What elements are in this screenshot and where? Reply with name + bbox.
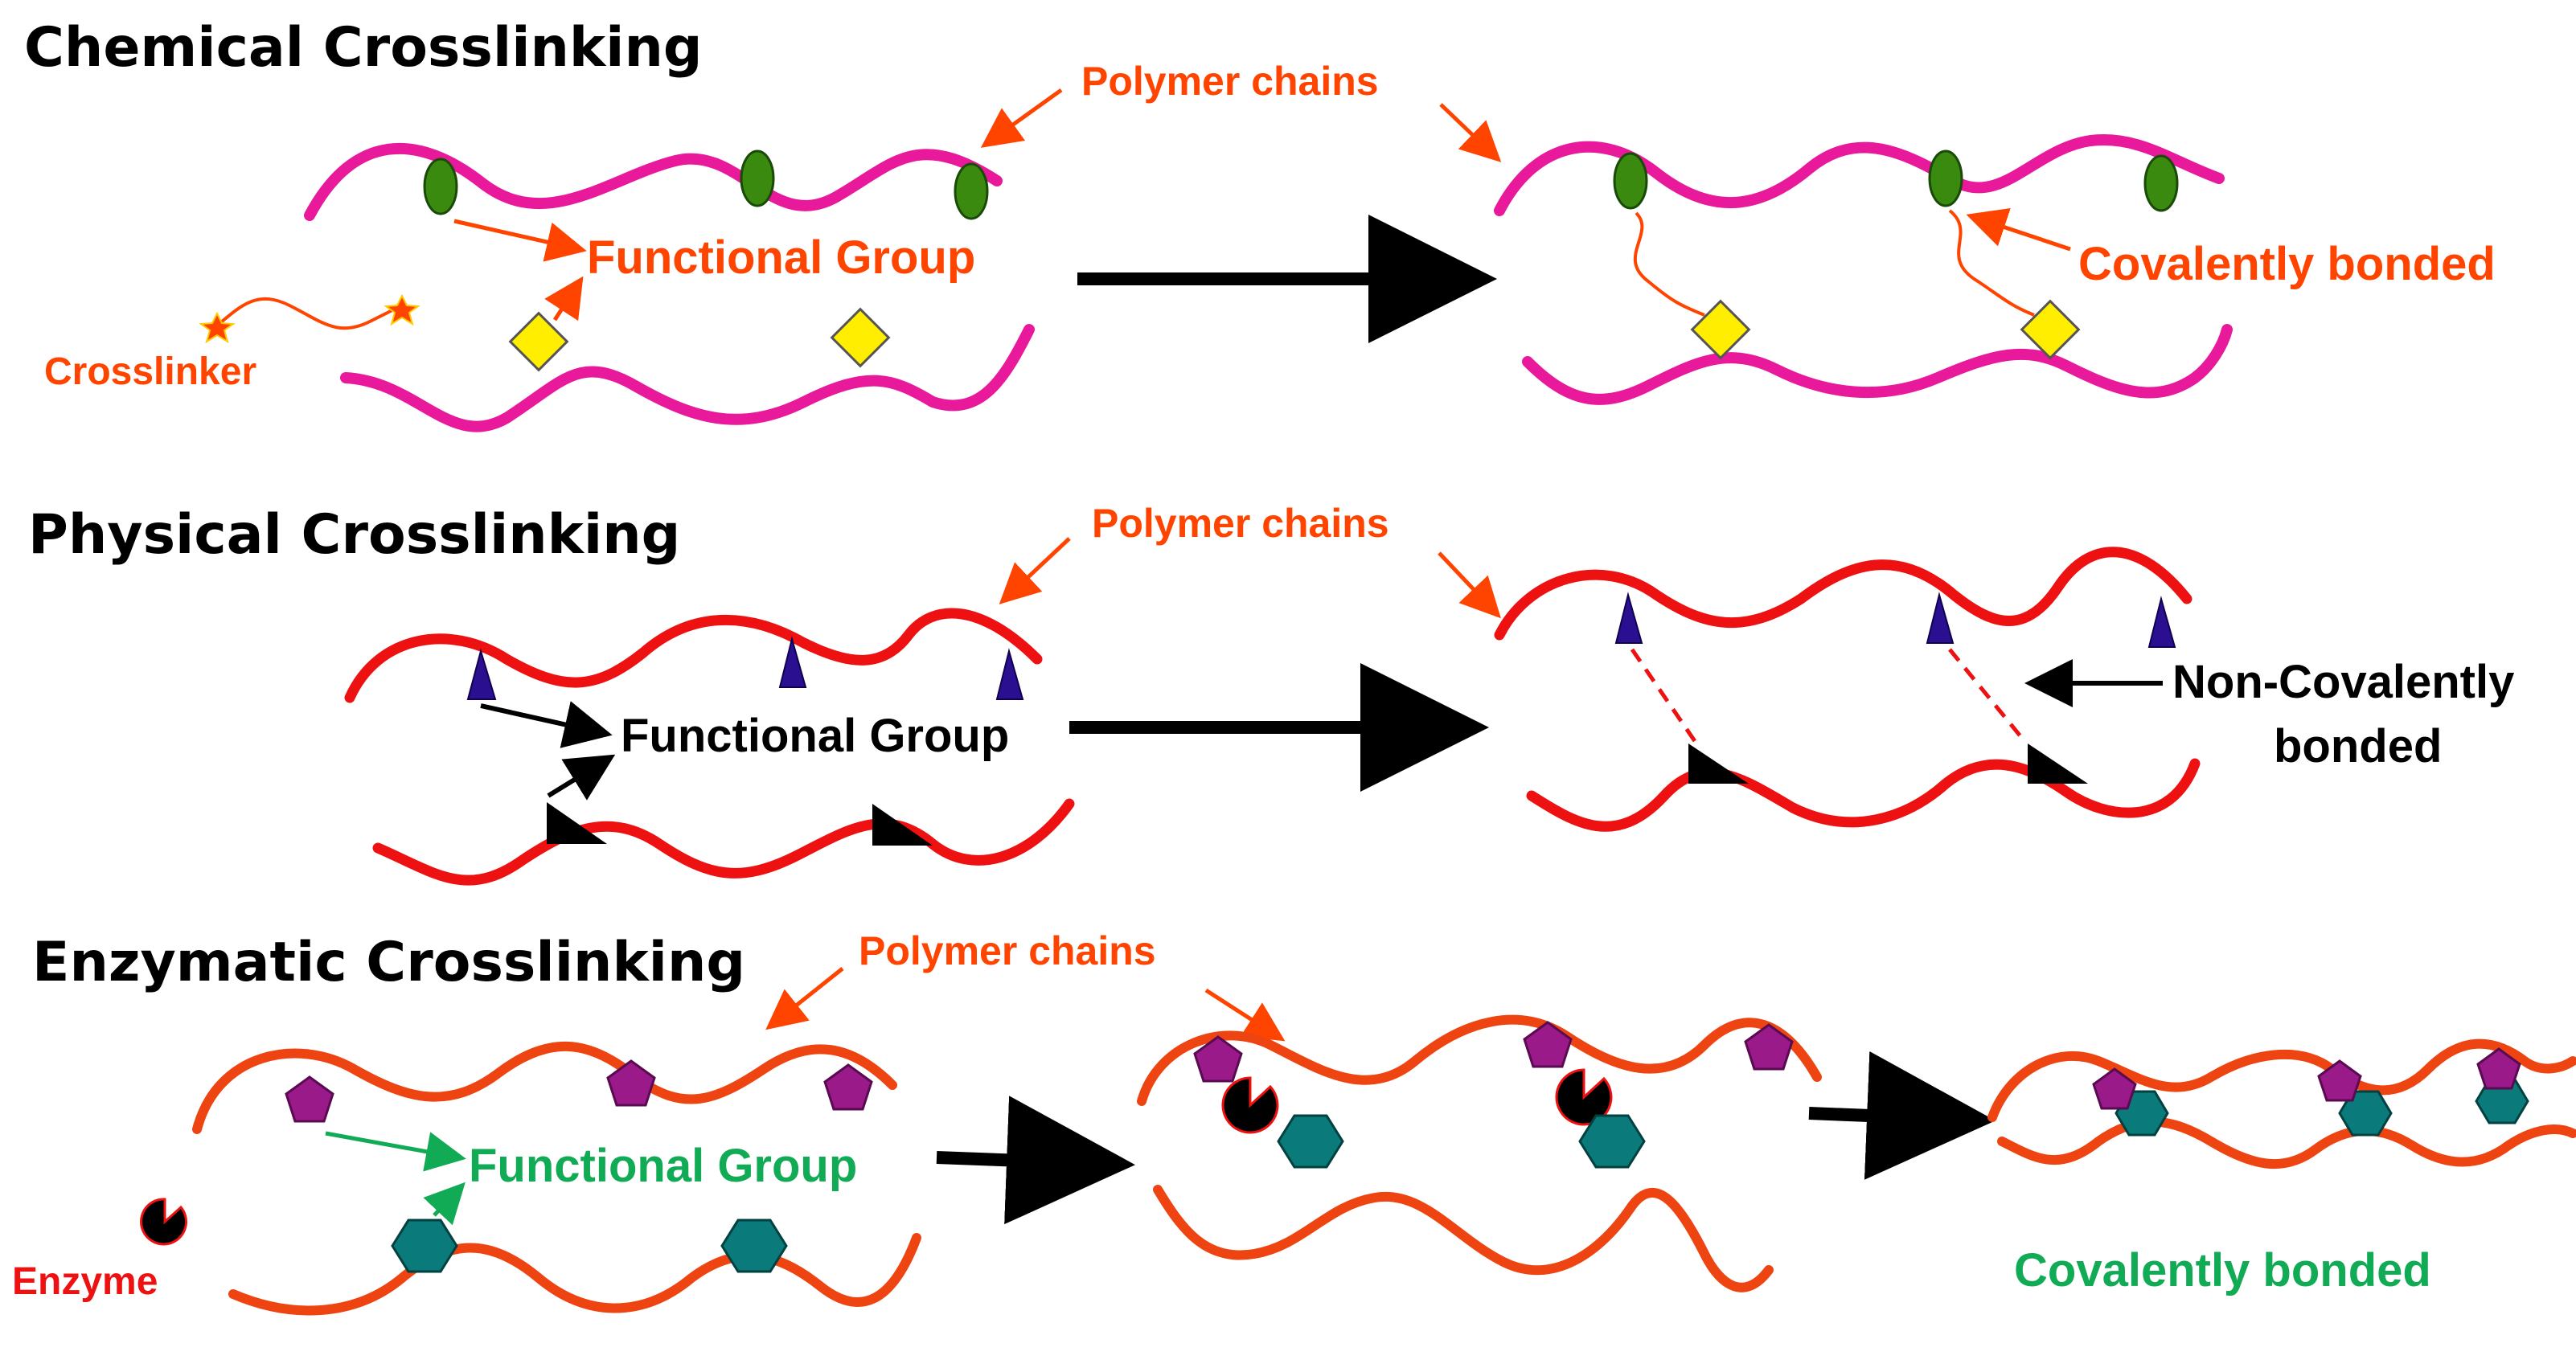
physical-polymer-chains-label: Polymer chains xyxy=(1092,501,1389,546)
enzymatic-bond-label: Covalently bonded xyxy=(2014,1244,2431,1296)
covalent-bond-link xyxy=(1633,211,1705,317)
process-arrow xyxy=(1808,1051,1996,1180)
wedge-group xyxy=(872,804,933,846)
enzymatic-polymer-chains-label: Polymer chains xyxy=(859,928,1156,973)
chemical-chain-top-left xyxy=(304,142,1003,221)
pentagon-group xyxy=(1193,1035,1243,1083)
pentagon-group xyxy=(285,1075,334,1123)
arrow xyxy=(1966,207,2071,252)
triangle-group xyxy=(2147,596,2176,648)
triangle-group xyxy=(1926,592,1955,644)
physical-title: Physical Crosslinking xyxy=(28,503,680,567)
yellow-group xyxy=(508,311,569,372)
physical-section: Physical Crosslinking Functional Group P… xyxy=(28,501,2514,886)
yellow-group xyxy=(830,307,891,368)
arrow xyxy=(544,276,584,322)
arrow xyxy=(1439,103,1502,162)
chemical-chain-bottom-left xyxy=(340,324,1035,432)
triangle-group xyxy=(466,648,497,700)
pentagon-group xyxy=(2317,1059,2362,1102)
arrow xyxy=(980,88,1063,148)
arrow xyxy=(325,1131,466,1172)
chemical-chain-top-right xyxy=(1494,134,2225,216)
green-group xyxy=(1613,152,1648,210)
star-icon xyxy=(384,293,420,326)
green-group xyxy=(740,150,775,207)
arrow xyxy=(423,1182,466,1226)
physical-functional-group-label: Functional Group xyxy=(621,710,1009,762)
covalent-bond-link xyxy=(1948,209,2035,317)
physical-chain-bottom-left xyxy=(372,798,1075,886)
enzymatic-chain-bottom-right xyxy=(1997,1116,2576,1169)
process-arrow xyxy=(936,1096,1135,1225)
enzyme-label: Enzyme xyxy=(12,1260,158,1303)
enzymatic-chain-top-middle xyxy=(1137,1014,1822,1106)
arrow xyxy=(1204,988,1286,1042)
yellow-group xyxy=(2020,299,2081,360)
physical-chain-top-right xyxy=(1494,547,2192,641)
yellow-group xyxy=(1690,299,1751,360)
wedge-group xyxy=(1688,743,1749,784)
green-group xyxy=(954,162,989,220)
hexagon-group xyxy=(720,1219,788,1273)
non-covalent-bond xyxy=(1948,648,2026,743)
non-covalent-bond xyxy=(1630,648,1699,745)
physical-chain-bottom-right xyxy=(1526,758,2201,832)
arrow xyxy=(765,967,844,1030)
chemical-section: Chemical Crosslinking Crosslinker Functi… xyxy=(24,16,2496,432)
chemical-polymer-chains-label: Polymer chains xyxy=(1081,59,1379,104)
physical-chain-top-left xyxy=(344,608,1043,703)
pentagon-group xyxy=(2092,1067,2137,1110)
wedge-group xyxy=(2028,743,2088,784)
wedge-group xyxy=(547,802,607,844)
physical-bond-label-line2: bonded xyxy=(2274,720,2442,772)
arrow xyxy=(547,754,616,801)
enzyme-icon xyxy=(1221,1076,1279,1134)
chemical-title: Chemical Crosslinking xyxy=(24,16,703,80)
enzyme-icon xyxy=(140,1198,187,1246)
arrow xyxy=(453,219,587,262)
crosslinker xyxy=(199,293,420,344)
chemical-bond-label: Covalently bonded xyxy=(2078,238,2496,290)
hexagon-group xyxy=(1578,1114,1646,1169)
green-group xyxy=(423,158,458,215)
enzymatic-chain-bottom-middle xyxy=(1153,1185,1774,1292)
hexagon-group xyxy=(1277,1114,1344,1169)
arrow xyxy=(1438,551,1501,619)
enzymatic-functional-group-label: Functional Group xyxy=(469,1140,857,1192)
enzymatic-title: Enzymatic Crosslinking xyxy=(32,931,745,994)
triangle-group xyxy=(1614,592,1643,644)
enzymatic-chain-top-left xyxy=(192,1041,897,1134)
enzyme-icon xyxy=(1555,1068,1613,1126)
chemical-functional-group-label: Functional Group xyxy=(587,231,975,284)
pentagon-group xyxy=(1523,1021,1573,1068)
green-group xyxy=(2143,154,2179,212)
crosslinker-label: Crosslinker xyxy=(44,350,256,393)
pentagon-group xyxy=(2476,1047,2521,1090)
enzymatic-section: Enzymatic Crosslinking Enzyme Functional… xyxy=(12,928,2576,1316)
hexagon-group xyxy=(391,1219,458,1273)
star-icon xyxy=(199,311,236,344)
enzymatic-chain-top-right xyxy=(1987,1038,2576,1122)
pentagon-group xyxy=(1744,1023,1794,1071)
physical-bond-label-line1: Non-Covalently xyxy=(2172,656,2514,708)
enzymatic-chain-bottom-left xyxy=(228,1233,921,1316)
triangle-group xyxy=(995,648,1024,700)
green-group xyxy=(1928,150,1963,207)
arrow xyxy=(999,537,1071,604)
pentagon-group xyxy=(823,1063,873,1111)
chemical-chain-bottom-right xyxy=(1522,324,2233,405)
triangle-group xyxy=(778,636,807,688)
arrow xyxy=(480,701,613,748)
pentagon-group xyxy=(606,1059,656,1107)
